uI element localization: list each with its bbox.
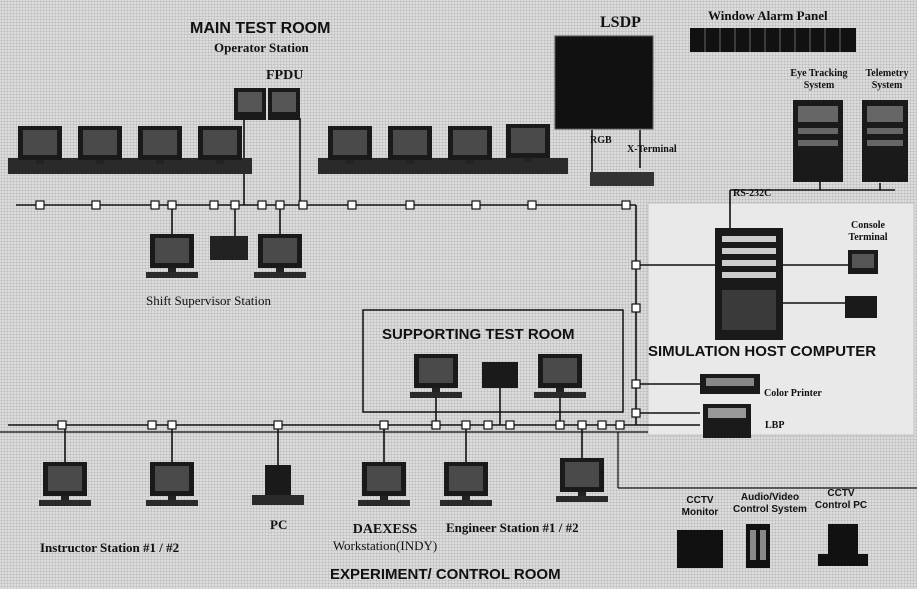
x-terminal-label: X-Terminal [627, 144, 677, 155]
eye-tracking-system-label: Eye Tracking System [790, 68, 848, 91]
window-alarm-panel-label: Window Alarm Panel [708, 8, 828, 23]
supporting-room-devices [410, 354, 586, 398]
shift-supervisor-station-label: Shift Supervisor Station [146, 293, 271, 308]
telemetry-system-label: Telemetry System [865, 68, 909, 91]
console-terminal-device [848, 250, 878, 274]
supporting-test-room-box [362, 309, 624, 413]
cctv-devices [677, 524, 868, 568]
operator-console-left [8, 126, 252, 174]
lbp-label: LBP [765, 420, 785, 431]
console-terminal-label: Console Terminal [848, 220, 888, 243]
eye-tracking-rack [793, 100, 843, 182]
simulation-host-computer-unit [715, 228, 783, 340]
color-printer-label: Color Printer [764, 388, 822, 399]
av-control-system-label: Audio/Video Control System [733, 492, 807, 515]
control-room-stations [39, 458, 608, 506]
experiment-control-room-title: EXPERIMENT/ CONTROL ROOM [330, 566, 561, 583]
lbp-device [703, 404, 751, 438]
operator-console-right [318, 124, 568, 174]
daexess-label: DAEXESS [352, 522, 418, 537]
simulation-host-computer-title: SIMULATION HOST COMPUTER [648, 343, 877, 360]
lsdp-label: LSDP [600, 14, 641, 31]
operator-station-label: Operator Station [214, 40, 309, 55]
alarm-panel-grid [704, 28, 841, 52]
x-terminal-box [590, 172, 654, 186]
fpdu-label: FPDU [266, 68, 304, 83]
engineer-station-label: Engineer Station #1 / #2 [446, 520, 579, 535]
telemetry-rack [862, 100, 908, 182]
cctv-monitor-label: CCTV Monitor [681, 495, 719, 518]
cctv-control-pc-label: CCTV Control PC [814, 488, 868, 511]
rgb-label: RGB [590, 135, 612, 146]
fpdu-device [234, 88, 300, 120]
tape-drive-device [845, 296, 877, 318]
window-alarm-panel [690, 28, 856, 52]
shift-supervisor-station-devices [146, 234, 306, 278]
supporting-test-room-title: SUPPORTING TEST ROOM [382, 326, 575, 343]
daexess-workstation-label: Workstation(INDY) [332, 538, 438, 553]
rs232c-label: RS-232C [733, 188, 772, 199]
lsdp-display [554, 35, 654, 130]
main-test-room-title: MAIN TEST ROOM [190, 20, 331, 37]
pc-label: PC [270, 517, 288, 532]
color-printer-device [700, 374, 760, 394]
instructor-station-label: Instructor Station #1 / #2 [40, 540, 180, 555]
